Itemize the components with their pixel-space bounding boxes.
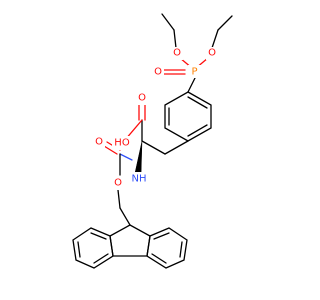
bond-ring-ch2 <box>164 140 189 155</box>
oxygen-atom-phosphoryl: O <box>154 67 162 78</box>
bond-ethyl-right-ch2 <box>211 29 219 49</box>
bond-carbamate-n <box>119 153 133 161</box>
stereo-wedge-bond <box>134 140 143 176</box>
oxygen-atom-acid-carbonyl: O <box>138 93 146 104</box>
bond-p-ring <box>187 77 196 93</box>
oxygen-atom-carbamate-ester: O <box>114 178 122 189</box>
bond-oxygen-ch2 <box>117 189 121 209</box>
benzene-double-bond-1 <box>187 96 208 109</box>
bond-ethyl-left-ch3 <box>161 13 175 31</box>
molecule-structure: O P O O O HO NH O O <box>72 13 233 269</box>
oxygen-atom-ester-right: O <box>208 48 216 59</box>
oxygen-atom-ester-left: O <box>173 48 181 59</box>
hydroxyl-group: HO <box>114 138 130 149</box>
bond-ethyl-left-ch2 <box>173 29 177 49</box>
phosphorus-atom: P <box>191 67 197 78</box>
bond-ethyl-right-ch3 <box>217 15 233 31</box>
oxygen-atom-carbamate-carbonyl: O <box>95 137 103 148</box>
atom-labels: O P O O O HO NH O O <box>93 47 218 190</box>
bond-ch2-alpha <box>141 140 166 155</box>
fluorene-right-ring <box>146 227 188 269</box>
fluorene-left-ring <box>72 227 114 269</box>
benzene-double-bond-2 <box>187 124 208 137</box>
nitrogen-atom-amide: NH <box>132 174 147 185</box>
fluorene-right-double-3 <box>153 232 170 240</box>
fluorene-left-double-1 <box>93 253 109 264</box>
fluorene-left-double-3 <box>90 232 107 240</box>
fluorene-five-ring <box>109 224 151 257</box>
benzene-ring <box>164 91 212 142</box>
bond-carbamate-double-1 <box>103 145 118 155</box>
fluorene-right-double-2 <box>179 241 183 258</box>
fluorene-right-double-1 <box>151 253 167 264</box>
fluorene-left-double-2 <box>77 241 81 258</box>
bond-ch2-fluorenyl <box>119 207 131 226</box>
